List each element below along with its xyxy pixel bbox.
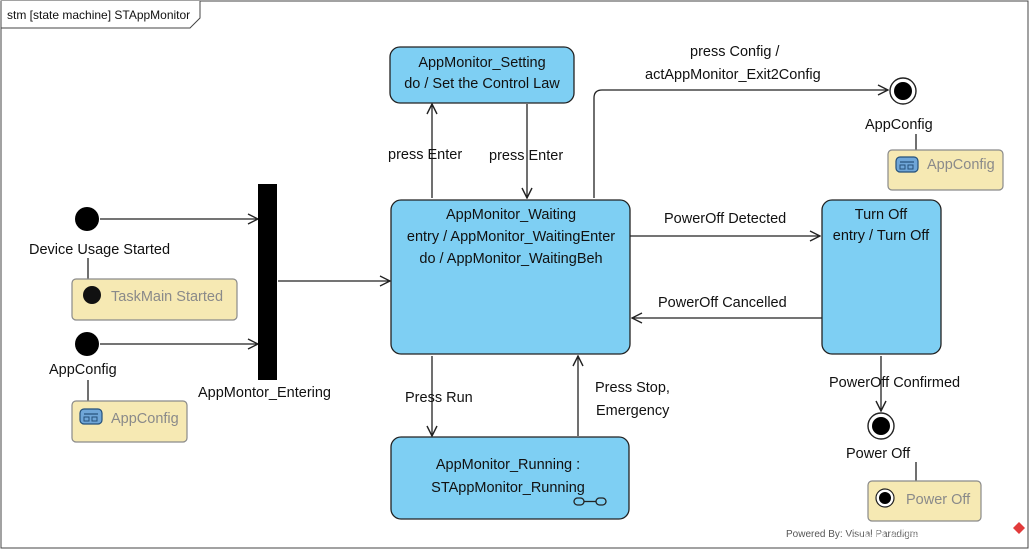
- transition-lines: [87, 90, 917, 481]
- label-press-config-line1: press Config /: [690, 44, 780, 60]
- label-poweroff-detected: PowerOff Detected: [664, 211, 786, 227]
- note-appconfig-left[interactable]: AppConfig: [71, 400, 188, 443]
- state-turn-off[interactable]: Turn Off entry / Turn Off: [821, 199, 942, 355]
- initial-node-device[interactable]: [75, 207, 99, 231]
- final-node-icon: [875, 488, 895, 508]
- visual-paradigm-logo-icon: [1013, 522, 1025, 534]
- label-fork-entering: AppMontor_Entering: [198, 385, 331, 401]
- config-object-icon: [79, 408, 103, 425]
- final-node-power-off[interactable]: [867, 412, 895, 440]
- state-appmonitor-running[interactable]: AppMonitor_Running : STAppMonitor_Runnin…: [390, 436, 630, 520]
- state-waiting-name: AppMonitor_Waiting: [446, 207, 576, 223]
- note-appconfig-right-text: AppConfig: [927, 157, 995, 173]
- watermark: CSDN @超级喵喵喵: [843, 524, 980, 541]
- label-press-stop-line2: Emergency: [596, 403, 670, 419]
- note-power-off[interactable]: Power Off: [867, 480, 982, 522]
- exit-point-appconfig[interactable]: [889, 77, 917, 105]
- label-poweroff-cancelled: PowerOff Cancelled: [658, 295, 787, 311]
- label-press-stop-line1: Press Stop,: [595, 380, 670, 396]
- label-press-enter-up: press Enter: [388, 147, 462, 163]
- transition-waiting-to-appconfig-exit[interactable]: [593, 90, 888, 198]
- state-appmonitor-waiting[interactable]: AppMonitor_Waiting entry / AppMonitor_Wa…: [390, 199, 631, 355]
- state-running-submachine: STAppMonitor_Running: [431, 480, 585, 496]
- initial-node-icon: [83, 286, 101, 304]
- state-turnoff-entry: entry / Turn Off: [833, 228, 930, 244]
- label-press-run: Press Run: [405, 390, 473, 406]
- frame-tab: [0, 1, 201, 29]
- state-setting-name: AppMonitor_Setting: [418, 55, 545, 71]
- label-press-config-line2: actAppMonitor_Exit2Config: [645, 67, 821, 83]
- state-waiting-do: do / AppMonitor_WaitingBeh: [419, 251, 602, 267]
- fork-bar[interactable]: [258, 184, 277, 380]
- label-poweroff-confirmed: PowerOff Confirmed: [829, 375, 960, 391]
- label-exit-power-off: Power Off: [846, 446, 911, 462]
- note-power-off-text: Power Off: [906, 492, 971, 508]
- note-taskmain-text: TaskMain Started: [111, 289, 223, 305]
- state-waiting-entry: entry / AppMonitor_WaitingEnter: [407, 229, 615, 245]
- note-appconfig-right[interactable]: AppConfig: [887, 149, 1004, 191]
- submachine-link-icon: [573, 497, 607, 506]
- label-initial-appconfig: AppConfig: [49, 362, 117, 378]
- state-running-name: AppMonitor_Running :: [436, 457, 580, 473]
- label-press-enter-down: press Enter: [489, 148, 563, 164]
- state-turnoff-name: Turn Off: [855, 207, 908, 223]
- state-setting-detail: do / Set the Control Law: [404, 76, 560, 92]
- note-taskmain-started[interactable]: TaskMain Started: [71, 278, 238, 321]
- powered-by-label: Powered By: Visual Paradigm: [786, 529, 918, 540]
- label-exit-appconfig: AppConfig: [865, 117, 933, 133]
- note-appconfig-left-text: AppConfig: [111, 411, 179, 427]
- frame-title: stm [state machine] STAppMonitor: [7, 8, 190, 22]
- config-object-icon: [895, 156, 919, 173]
- state-appmonitor-setting[interactable]: AppMonitor_Setting do / Set the Control …: [389, 46, 575, 104]
- initial-node-appconfig[interactable]: [75, 332, 99, 356]
- label-device-usage-started: Device Usage Started: [29, 242, 170, 258]
